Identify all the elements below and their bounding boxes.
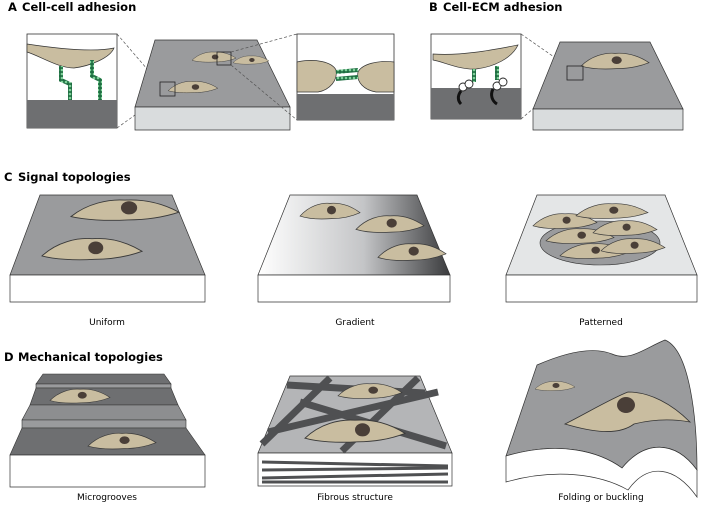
cell-icon xyxy=(580,52,650,70)
caption-uniform: Uniform xyxy=(89,318,125,328)
cell-icon xyxy=(545,228,615,244)
slab-microgrooves xyxy=(9,373,206,488)
slab-gradient xyxy=(257,194,451,303)
zoom-box-right xyxy=(296,33,395,121)
panel-c-letter: C xyxy=(4,170,12,184)
cell-icon xyxy=(592,220,658,236)
cell-icon xyxy=(87,432,157,450)
adhesion-molecule-icon xyxy=(59,66,72,100)
cell-icon xyxy=(70,199,180,221)
panel-b: B Cell-ECM adhesion xyxy=(429,0,684,131)
nucleus-icon xyxy=(211,54,219,60)
zoom-box-left xyxy=(26,33,118,129)
substrate-slab-b xyxy=(532,41,684,131)
substrate-slab-a xyxy=(134,39,291,131)
magnifier-box-icon xyxy=(159,81,176,97)
cell-icon xyxy=(167,81,219,94)
slab-folding xyxy=(505,339,698,499)
caption-patterned: Patterned xyxy=(579,318,623,328)
cell-icon xyxy=(357,61,395,93)
slab-uniform xyxy=(9,194,206,303)
adhesion-molecule-icon xyxy=(335,68,359,74)
caption-fibrous: Fibrous structure xyxy=(317,493,393,503)
panel-c-title: Signal topologies xyxy=(18,170,131,184)
cell-icon xyxy=(600,238,666,254)
panel-a-letter: A xyxy=(8,0,17,14)
cell-icon xyxy=(49,388,111,404)
magnifier-box-icon xyxy=(216,51,232,66)
adhesion-molecule-icon xyxy=(90,60,102,100)
panel-b-title: Cell-ECM adhesion xyxy=(443,0,563,14)
caption-folding: Folding or buckling xyxy=(558,493,643,503)
cell-icon xyxy=(41,237,143,261)
caption-gradient: Gradient xyxy=(335,318,375,328)
slab-patterned xyxy=(505,194,698,303)
slab-fibrous xyxy=(257,375,453,487)
magnifier-box-icon xyxy=(566,65,584,81)
adhesion-molecule-icon xyxy=(335,75,359,81)
fiber-cross-section xyxy=(261,460,449,484)
panel-d: D Mechanical topologies Microgrooves xyxy=(4,339,698,503)
panel-b-letter: B xyxy=(429,0,438,14)
cell-icon xyxy=(432,44,519,70)
panel-a: A Cell-cell adhesion xyxy=(8,0,395,131)
nucleus-icon xyxy=(617,397,635,413)
integrin-icon xyxy=(490,77,508,106)
panel-d-title: Mechanical topologies xyxy=(18,350,163,364)
cell-icon xyxy=(534,381,576,391)
cell-icon xyxy=(232,55,270,65)
cell-icon xyxy=(532,213,598,229)
cell-icon xyxy=(355,215,425,233)
cell-icon xyxy=(559,243,629,259)
cell-icon xyxy=(337,383,403,399)
cell-icon xyxy=(299,202,361,220)
cell-icon xyxy=(575,203,649,219)
panel-d-letter: D xyxy=(4,350,14,364)
cell-icon xyxy=(377,243,447,261)
zoom-box-b xyxy=(430,33,522,120)
caption-microgrooves: Microgrooves xyxy=(77,493,137,503)
cell-icon xyxy=(304,419,406,443)
integrin-icon xyxy=(456,79,474,106)
panel-a-title: Cell-cell adhesion xyxy=(22,0,136,14)
panel-c: C Signal topologies Uniform xyxy=(4,170,698,328)
